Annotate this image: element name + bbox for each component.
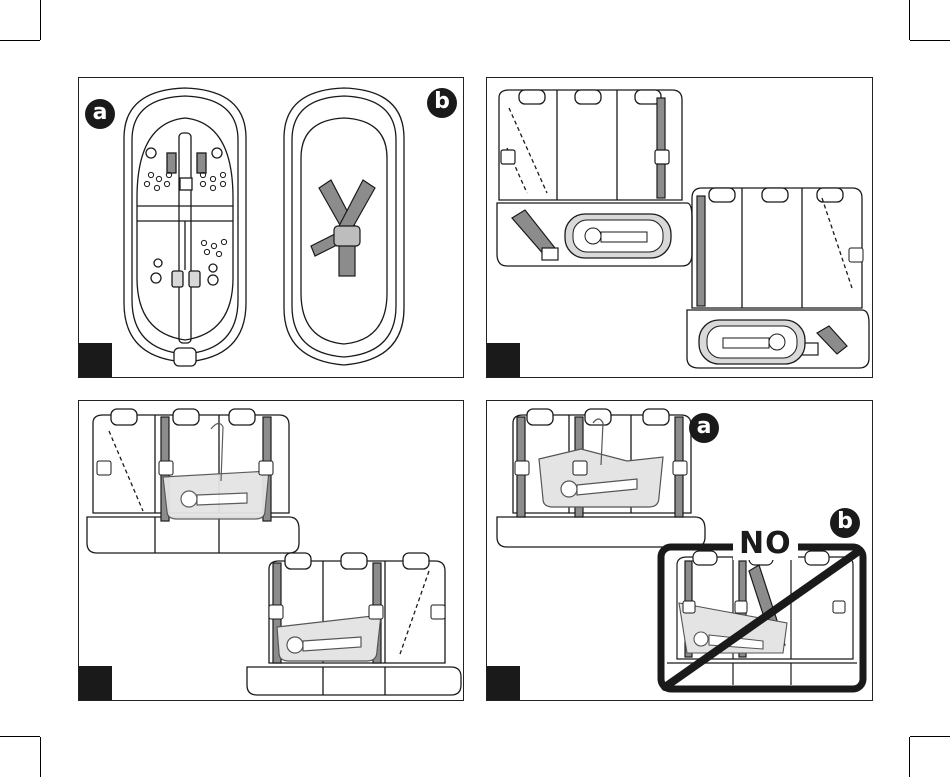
figure-panel-1: a b [78, 77, 464, 378]
step-number-box [79, 666, 112, 700]
crop-mark [910, 736, 950, 737]
rear-seat-cushion [497, 517, 705, 547]
figure-label-badge-a: a [85, 99, 115, 129]
bassinet-with-baby [565, 214, 671, 258]
crop-mark [40, 0, 41, 40]
figure-panel-3 [78, 400, 464, 701]
rear-seat-bassinet-flat [487, 78, 873, 378]
figure-panel-2 [486, 77, 873, 378]
figure-label-badge-b: b [427, 88, 457, 118]
bassinet-with-baby [163, 423, 269, 519]
correct-vs-incorrect-installation [487, 401, 873, 701]
incorrect-example [661, 547, 863, 689]
bassinet-with-baby [699, 320, 805, 364]
crop-mark [910, 40, 950, 41]
step-number-box [487, 666, 520, 700]
crop-mark [0, 40, 40, 41]
step-number-box [487, 343, 520, 377]
bassinet-top-views [79, 78, 464, 378]
crop-mark [0, 736, 40, 737]
figure-panel-4: a b NO [486, 400, 873, 701]
crop-mark [40, 737, 41, 777]
figure-label-badge-a: a [689, 413, 719, 443]
rear-seat-cushion [87, 517, 299, 553]
crop-mark [909, 0, 910, 40]
bassinet-with-baby [277, 615, 381, 661]
rear-seat-bassinet-belted [79, 401, 464, 701]
crop-mark [909, 737, 910, 777]
bassinet-with-baby [539, 419, 663, 507]
step-number-box [79, 343, 112, 377]
prohibition-label: NO [733, 528, 798, 560]
figure-label-badge-b: b [830, 508, 860, 538]
harness-straps [311, 180, 375, 276]
rear-seat-back [499, 90, 682, 200]
